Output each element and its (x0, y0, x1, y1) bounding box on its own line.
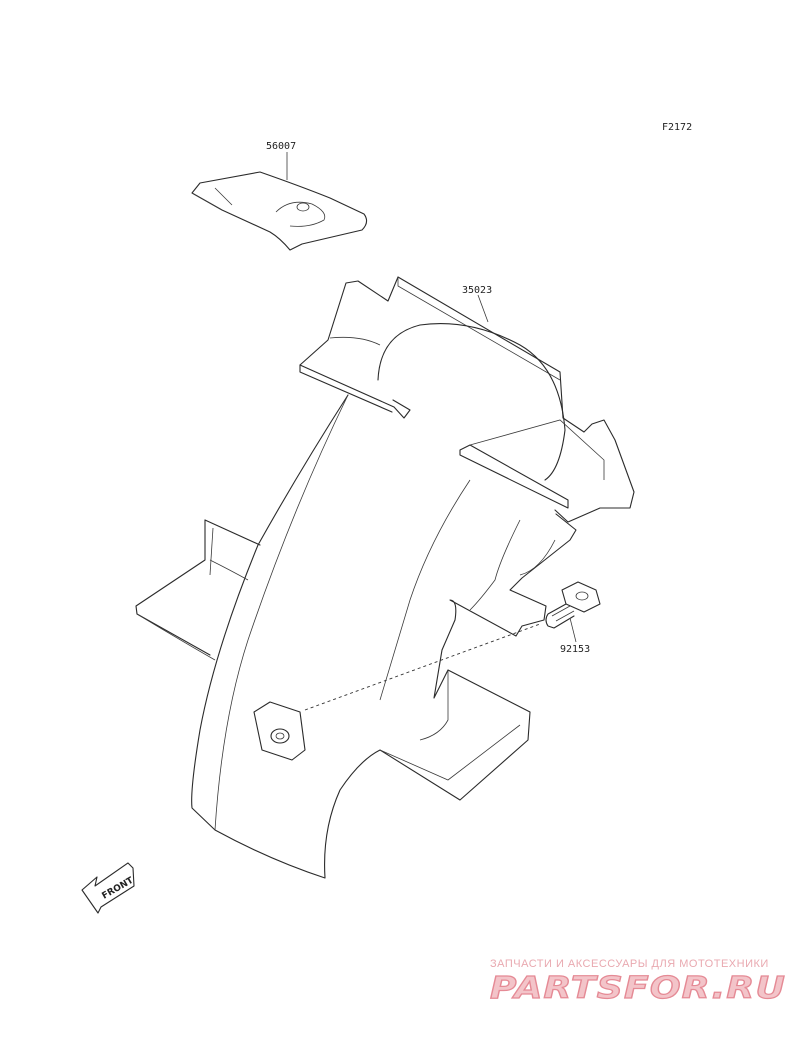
watermark-tagline: ЗАПЧАСТИ И АКСЕССУАРЫ ДЛЯ МОТОТЕХНИКИ (490, 958, 769, 970)
figure-id: F2172 (662, 122, 692, 133)
leader-line-35023 (477, 294, 489, 323)
pad-part (191, 171, 368, 251)
shroud-part (135, 276, 635, 879)
part-number-92153: 92153 (560, 644, 590, 655)
leader-line-92153 (569, 617, 577, 643)
front-direction-arrow: FRONT (81, 862, 136, 914)
part-number-35023: 35023 (462, 285, 492, 296)
bolt-part (545, 581, 601, 629)
watermark: ЗАПЧАСТИ И АКСЕССУАРЫ ДЛЯ МОТОТЕХНИКИ PA… (489, 958, 786, 1007)
watermark-logo: PARTSFOR.RU (490, 971, 786, 1006)
bolt-alignment-line (304, 623, 541, 711)
part-number-56007: 56007 (266, 141, 296, 152)
